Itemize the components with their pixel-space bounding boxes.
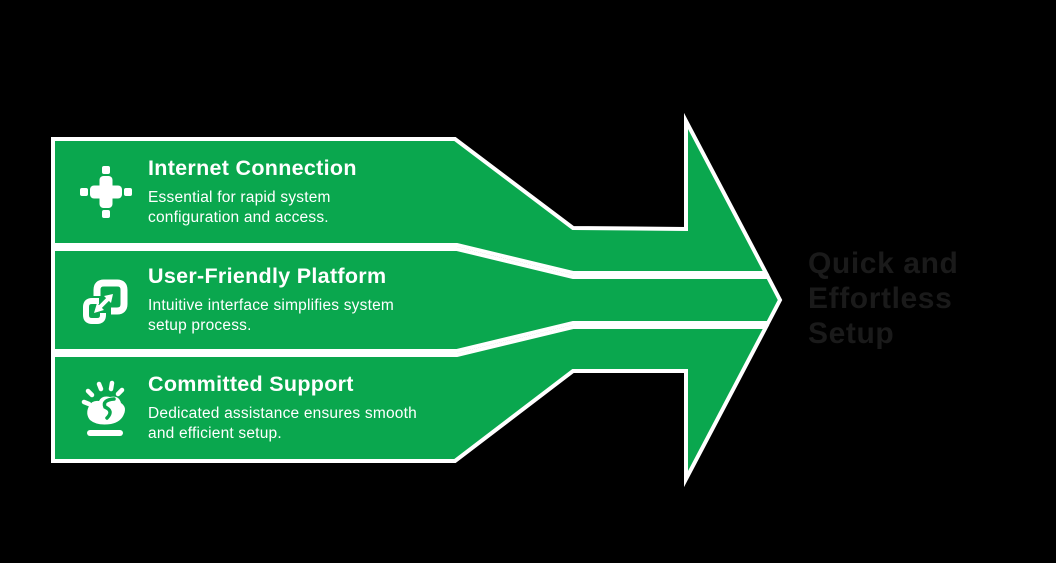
headline-line: Setup — [808, 317, 895, 350]
feature-description-line: configuration and access. — [148, 209, 329, 226]
plus-node-icon — [80, 166, 132, 218]
feature-description-line: Dedicated assistance ensures smooth — [148, 405, 417, 422]
feature-description: Essential for rapid system configuration… — [148, 188, 357, 228]
feature-text: Internet Connection Essential for rapid … — [148, 156, 357, 228]
feature-description-line: Essential for rapid system — [148, 189, 331, 206]
headline: Quick and Effortless Setup — [808, 246, 958, 351]
feature-title: User-Friendly Platform — [148, 264, 387, 288]
feature-row-internet-connection: Internet Connection Essential for rapid … — [80, 139, 480, 245]
feature-text: User-Friendly Platform Intuitive interfa… — [148, 264, 394, 336]
feature-description-line: Intuitive interface simplifies system — [148, 297, 395, 314]
headline-line: Effortless — [808, 282, 953, 315]
feature-description: Dedicated assistance ensures smooth and … — [148, 404, 417, 444]
feature-text: Committed Support Dedicated assistance e… — [148, 372, 417, 444]
feature-description-line: setup process. — [148, 317, 252, 334]
arrow-band-middle — [51, 247, 783, 353]
feature-row-user-friendly-platform: User-Friendly Platform Intuitive interfa… — [80, 249, 500, 351]
feature-description: Intuitive interface simplifies system se… — [148, 296, 394, 336]
feature-row-committed-support: Committed Support Dedicated assistance e… — [80, 355, 500, 461]
hand-support-icon — [80, 380, 132, 436]
feature-title: Committed Support — [148, 372, 354, 396]
arrow-band-bottom — [51, 325, 770, 488]
headline-line: Quick and — [808, 247, 959, 280]
scale-screens-icon — [80, 273, 132, 327]
feature-title: Internet Connection — [148, 156, 357, 180]
arrow-band-top — [51, 112, 770, 275]
feature-description-line: and efficient setup. — [148, 425, 282, 442]
